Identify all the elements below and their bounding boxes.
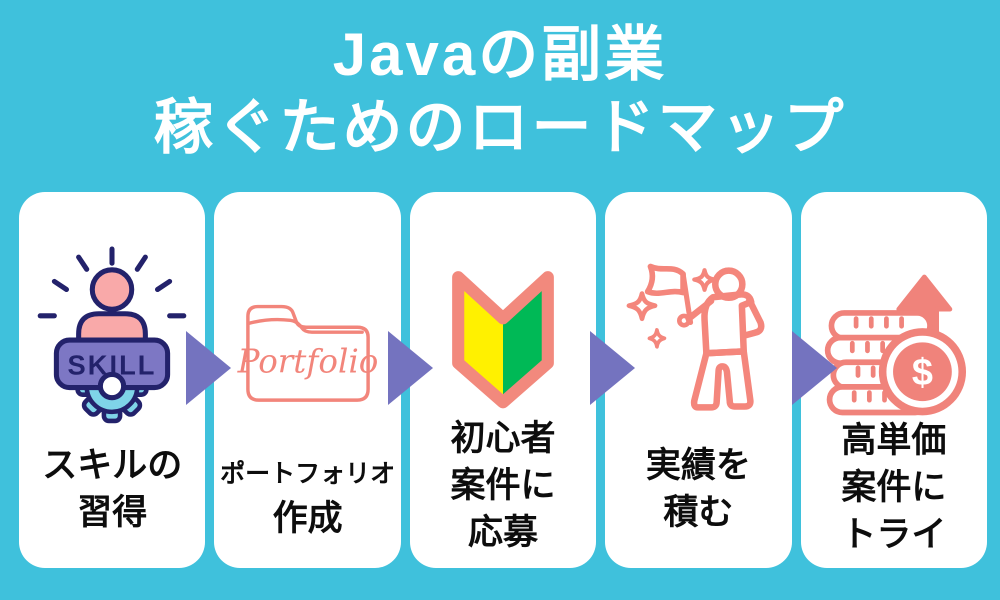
step-label-line: スキルの bbox=[42, 446, 183, 485]
person-body bbox=[76, 311, 149, 344]
flag-icon bbox=[645, 263, 687, 297]
portfolio-script-label: Portfolio bbox=[236, 342, 378, 380]
sparkle-icon bbox=[627, 291, 658, 322]
step-label-line: 初心者 bbox=[450, 419, 556, 458]
sparkle-icon bbox=[692, 268, 718, 292]
skill-badge-icon: SKILL bbox=[37, 246, 187, 424]
sparkle-icon bbox=[648, 328, 667, 349]
step-label-line: 実績を bbox=[645, 446, 751, 485]
beginner-mark-icon bbox=[410, 207, 596, 415]
step-card-high-price: $ 高単価 案件に トライ bbox=[800, 192, 988, 570]
step-label: ポートフォリオ 作成 bbox=[220, 453, 395, 568]
portfolio-folder-icon: Portfolio bbox=[214, 207, 400, 417]
title-line-2: 稼ぐためのロードマップ bbox=[153, 94, 847, 161]
step-card-skill: SKILL スキルの 習得 bbox=[19, 192, 206, 568]
steps-row: SKILL スキルの 習得 Portfolio bbox=[19, 192, 988, 570]
rays-icon bbox=[37, 246, 187, 319]
step-label-line: トライ bbox=[841, 515, 947, 554]
step-label: スキルの 習得 bbox=[42, 442, 182, 568]
step-label-line: 案件に bbox=[450, 466, 556, 505]
flag-person-icon bbox=[627, 263, 765, 411]
step-label: 初心者 案件に 応募 bbox=[451, 415, 556, 568]
coins-dollar-icon: $ bbox=[801, 207, 987, 417]
step-label-line: 高単価 bbox=[841, 421, 947, 460]
coins-dollar-icon: $ bbox=[824, 274, 966, 415]
step-card-experience: 実績を 積む bbox=[605, 192, 792, 568]
coin-ridges bbox=[849, 315, 906, 403]
portfolio-folder-icon: Portfolio bbox=[236, 304, 378, 402]
flow-arrow-icon bbox=[388, 331, 433, 405]
step-card-beginner: 初心者 案件に 応募 bbox=[409, 192, 597, 568]
beginner-mark-icon bbox=[452, 270, 554, 408]
dollar-coin-icon: $ bbox=[878, 327, 966, 415]
step-label-line: 案件に bbox=[841, 468, 947, 507]
step-label: 実績を 積む bbox=[646, 442, 751, 568]
page-title: Javaの副業 稼ぐためのロードマップ bbox=[0, 18, 1000, 164]
dollar-sign: $ bbox=[912, 351, 933, 393]
step-label-line: 習得 bbox=[77, 493, 148, 532]
step-label-line: 作成 bbox=[272, 499, 343, 538]
step-label-line: 応募 bbox=[468, 513, 539, 552]
step-label-line: 積む bbox=[663, 493, 734, 532]
step-label: 高単価 案件に トライ bbox=[841, 417, 946, 570]
person-legs bbox=[691, 348, 755, 411]
flag-person-icon bbox=[605, 207, 791, 417]
step-card-portfolio: Portfolio ポートフォリオ 作成 bbox=[214, 192, 401, 568]
flow-arrow-icon bbox=[792, 331, 837, 405]
person-head bbox=[89, 267, 135, 312]
flow-arrow-icon bbox=[186, 331, 231, 405]
gear-hole bbox=[98, 371, 127, 401]
title-line-1: Javaの副業 bbox=[332, 21, 668, 88]
skill-badge-icon: SKILL bbox=[19, 207, 205, 424]
step-label-line: ポートフォリオ bbox=[220, 460, 396, 488]
flow-arrow-icon bbox=[590, 331, 635, 405]
